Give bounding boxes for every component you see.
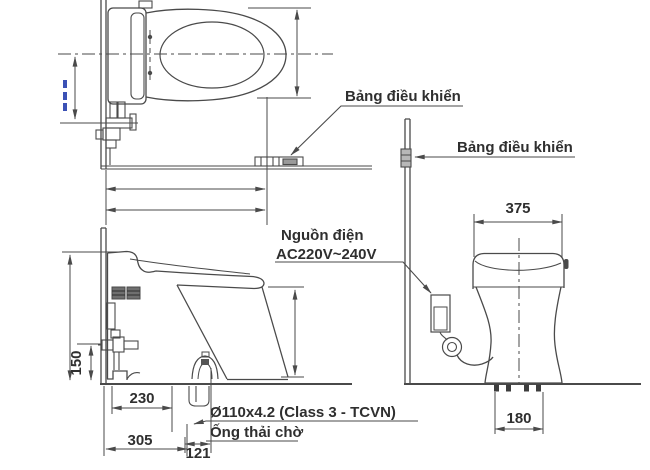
- blue-marks: [63, 80, 67, 111]
- plan-supply-stub: [138, 0, 153, 9]
- drain-spec-label: Ø110x4.2 (Class 3 - TCVN): [210, 404, 396, 421]
- plan-seat-opening: [159, 21, 265, 89]
- plan-view: [58, 0, 463, 225]
- side-wall-line: [100, 227, 107, 384]
- power-adapter: [430, 294, 494, 366]
- power-leader: [275, 261, 432, 294]
- side-valve-fittings: [98, 302, 139, 370]
- side-grille: [111, 286, 141, 300]
- dim-180: 180: [506, 410, 531, 427]
- front-toilet-outline: [472, 252, 569, 392]
- plan-bowl-outline: [145, 8, 287, 102]
- plan-control-panel: [254, 156, 304, 167]
- plan-dimension-lines: [72, 9, 300, 213]
- front-extension-lines: [473, 214, 563, 434]
- plan-extension-lines: [60, 7, 311, 225]
- dim-230: 230: [129, 390, 154, 407]
- front-control-panel: [400, 148, 412, 168]
- front-view: [275, 118, 641, 434]
- side-drain-trap: [188, 351, 219, 407]
- control-panel-label-front: Bảng điều khiển: [457, 139, 573, 156]
- dim-150: 150: [68, 350, 85, 375]
- side-dimension-lines: [67, 254, 298, 452]
- plan-hinge-bar: [130, 12, 145, 100]
- dim-375: 375: [505, 200, 530, 217]
- control-panel-label-plan: Bảng điều khiển: [345, 88, 461, 105]
- plan-supply-fittings: [95, 101, 137, 165]
- diagram-texts: Bảng điều khiển Bảng điều khiển Nguồn đi…: [68, 88, 573, 462]
- drain-wait-label: Ống thải chờ: [210, 423, 304, 441]
- dim-305: 305: [127, 432, 152, 449]
- plan-panel-leader: [290, 105, 463, 156]
- plan-counter-line: [101, 165, 372, 170]
- front-dimension-lines: [473, 219, 563, 432]
- drain-spec-leader: [193, 419, 418, 425]
- dim-121: 121: [185, 445, 210, 462]
- plan-wall-line: [100, 0, 107, 169]
- power-supply-label-line2: AC220V~240V: [276, 246, 377, 263]
- side-view: [62, 227, 418, 456]
- plan-tank: [107, 7, 147, 105]
- power-supply-label-line1: Nguồn điện: [281, 227, 364, 244]
- side-toilet-outline: [106, 250, 289, 381]
